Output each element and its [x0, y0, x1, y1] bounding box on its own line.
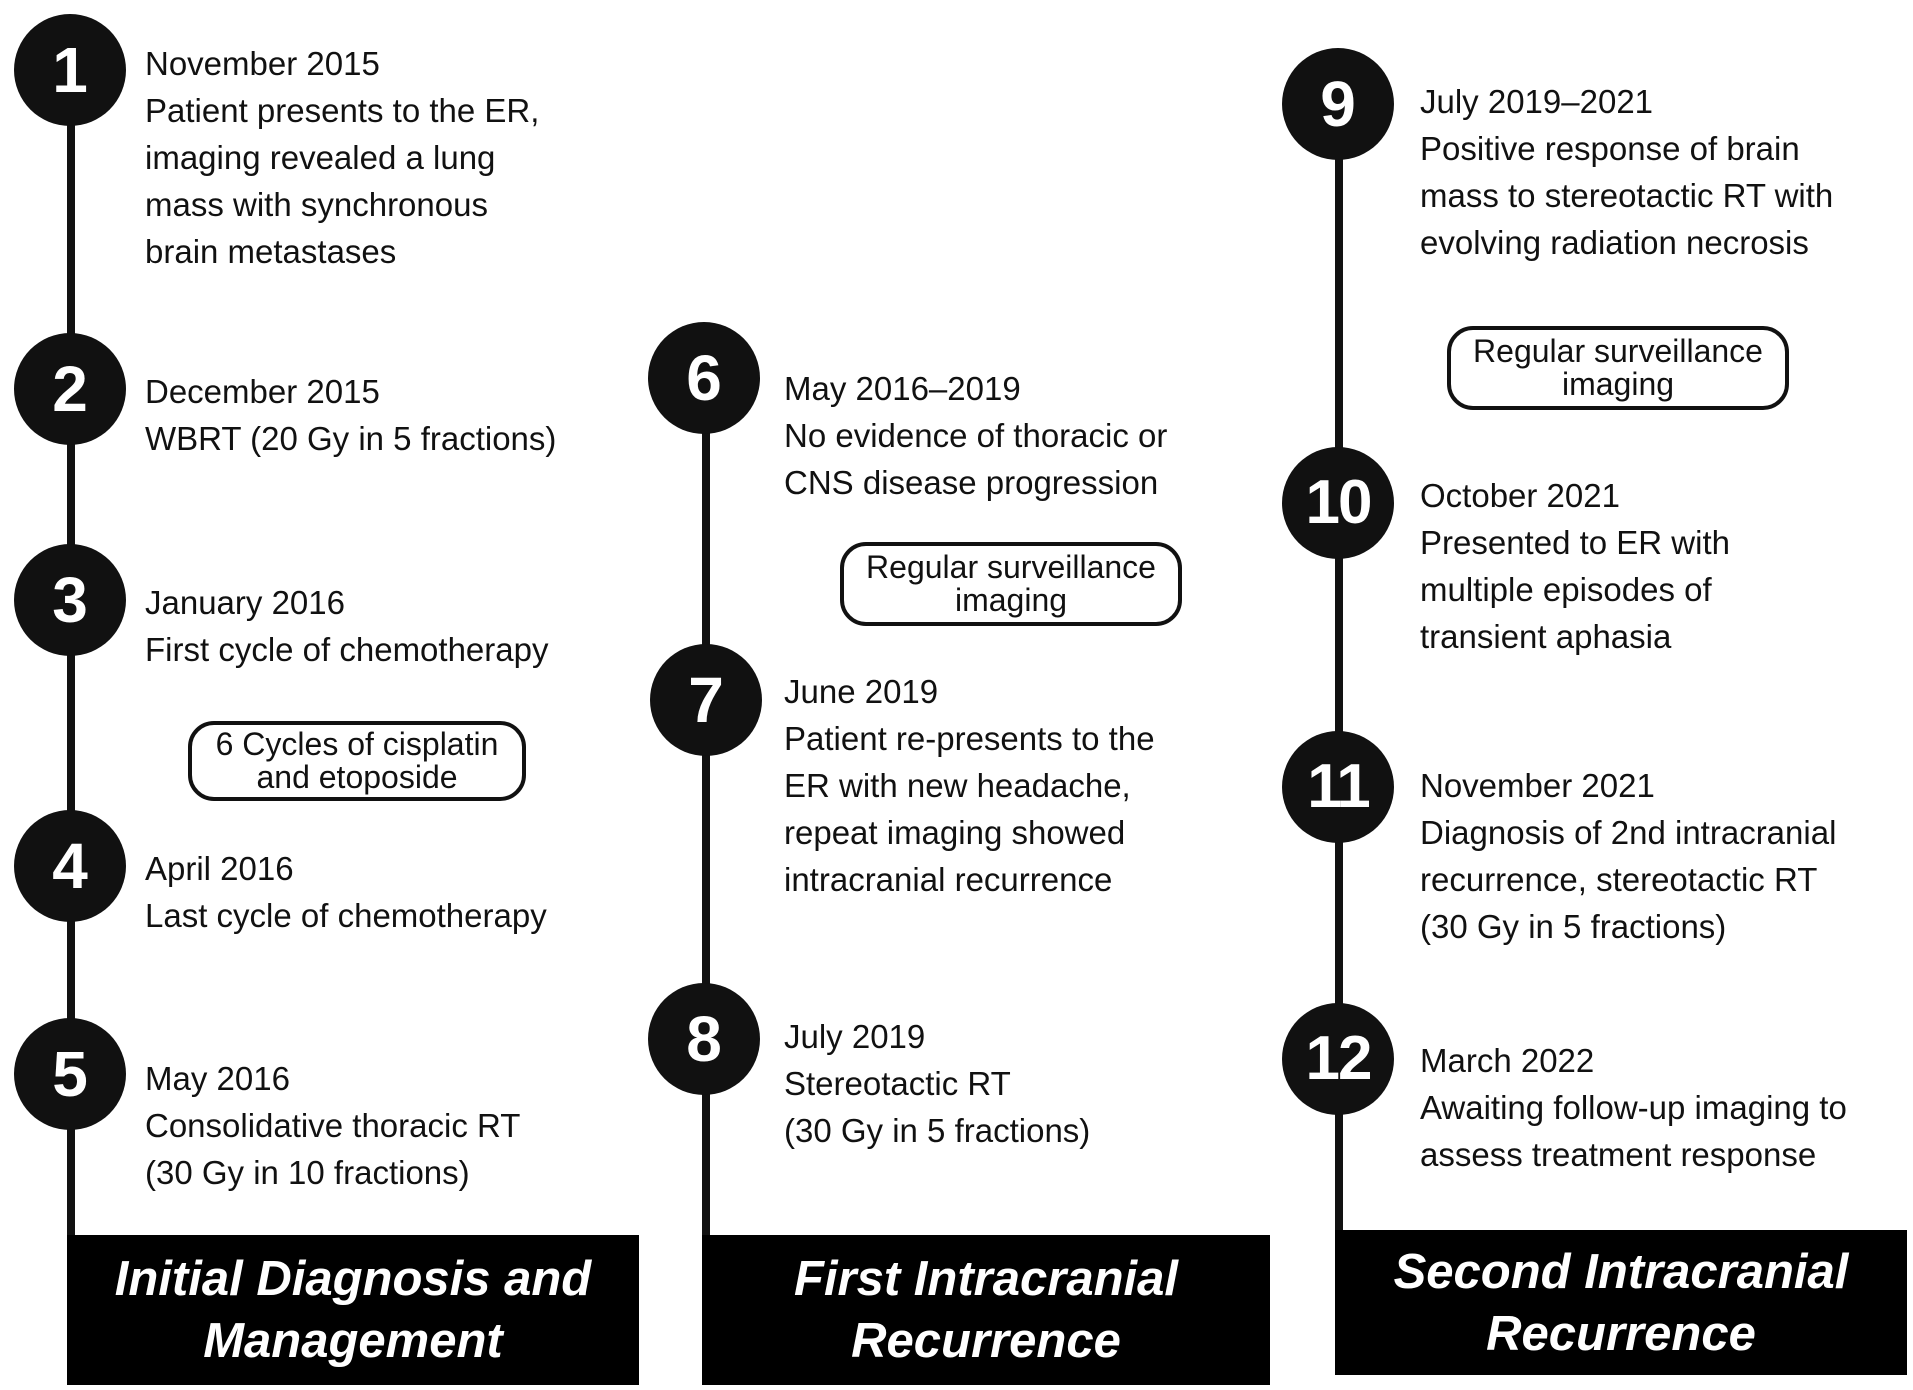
step-11-line-2: Diagnosis of 2nd intracranial — [1420, 814, 1837, 851]
phase-3-line-1: Second Intracranial — [1393, 1244, 1849, 1299]
step-10-line-3: multiple episodes of — [1420, 571, 1712, 608]
phase-2-line-2: Recurrence — [851, 1314, 1121, 1368]
timeline-spine-2 — [702, 375, 710, 1245]
step-10-line-2: Presented to ER with — [1420, 524, 1730, 561]
step-1-marker: 1 — [14, 14, 126, 126]
step-6-marker: 6 — [648, 322, 760, 434]
step-9-line-2: Positive response of brain — [1420, 130, 1800, 167]
step-12-line-3: assess treatment response — [1420, 1136, 1817, 1173]
step-5-date: May 2016 — [145, 1060, 290, 1097]
surveillance-note-1-line-2: imaging — [954, 582, 1068, 618]
step-8-line-2: Stereotactic RT — [784, 1065, 1011, 1102]
treatment-note-1: 6 Cycles of cisplatin and etoposide — [188, 721, 526, 801]
step-5-line-3: (30 Gy in 10 fractions) — [145, 1154, 470, 1191]
step-1-line-5: brain metastases — [145, 233, 397, 270]
step-12-number: 12 — [1305, 1024, 1373, 1093]
step-8-number: 8 — [686, 1003, 722, 1075]
step-2-date: December 2015 — [145, 373, 380, 410]
phase-2-line-1: First Intracranial — [794, 1252, 1178, 1306]
step-11-line-3: recurrence, stereotactic RT — [1420, 861, 1818, 898]
phase-1-line-2: Management — [203, 1314, 503, 1368]
step-11-text: November 2021 Diagnosis of 2nd intracran… — [1420, 762, 1836, 950]
step-5-text: May 2016 Consolidative thoracic RT (30 G… — [145, 1055, 520, 1196]
step-3-line-2: First cycle of chemotherapy — [145, 631, 549, 668]
step-5-number: 5 — [52, 1038, 88, 1110]
step-10-date: October 2021 — [1420, 477, 1620, 514]
step-10-marker: 10 — [1282, 447, 1394, 559]
step-7-line-4: repeat imaging showed — [784, 814, 1126, 851]
step-6-text: May 2016–2019 No evidence of thoracic or… — [784, 365, 1167, 506]
phase-3-line-2: Recurrence — [1486, 1306, 1756, 1361]
step-5-line-2: Consolidative thoracic RT — [145, 1107, 521, 1144]
step-12-marker: 12 — [1282, 1003, 1394, 1115]
timeline-spine-3 — [1335, 100, 1343, 1240]
step-4-text: April 2016 Last cycle of chemotherapy — [145, 845, 547, 939]
phase-banner-1: Initial Diagnosis and Management — [67, 1235, 639, 1385]
phase-banner-2: First Intracranial Recurrence — [702, 1235, 1270, 1385]
step-8-marker: 8 — [648, 983, 760, 1095]
step-9-line-3: mass to stereotactic RT with — [1420, 177, 1834, 214]
step-4-number: 4 — [52, 830, 88, 902]
step-1-number: 1 — [52, 34, 88, 106]
step-12-text: March 2022 Awaiting follow-up imaging to… — [1420, 1037, 1847, 1178]
step-12-date: March 2022 — [1420, 1042, 1595, 1079]
step-1-date: November 2015 — [145, 45, 380, 82]
step-4-line-2: Last cycle of chemotherapy — [145, 897, 547, 934]
step-2-text: December 2015 WBRT (20 Gy in 5 fractions… — [145, 368, 556, 462]
step-6-line-2: No evidence of thoracic or — [784, 417, 1168, 454]
step-4-date: April 2016 — [145, 850, 294, 887]
step-3-number: 3 — [52, 564, 88, 636]
step-6-date: May 2016–2019 — [784, 370, 1021, 407]
step-7-line-2: Patient re-presents to the — [784, 720, 1155, 757]
step-8-text: July 2019 Stereotactic RT (30 Gy in 5 fr… — [784, 1013, 1090, 1154]
step-7-text: June 2019 Patient re-presents to the ER … — [784, 668, 1155, 903]
phase-banner-3: Second Intracranial Recurrence — [1335, 1230, 1907, 1375]
step-9-line-4: evolving radiation necrosis — [1420, 224, 1809, 261]
surveillance-note-1-line-1: Regular surveillance — [866, 549, 1156, 585]
step-3-date: January 2016 — [145, 584, 345, 621]
step-2-number: 2 — [52, 353, 88, 425]
treatment-note-1-line-2: and etoposide — [256, 759, 458, 795]
step-3-text: January 2016 First cycle of chemotherapy — [145, 579, 548, 673]
step-12-line-2: Awaiting follow-up imaging to — [1420, 1089, 1847, 1126]
step-1-text: November 2015 Patient presents to the ER… — [145, 40, 539, 275]
step-8-line-3: (30 Gy in 5 fractions) — [784, 1112, 1091, 1149]
step-7-marker: 7 — [650, 644, 762, 756]
step-11-line-4: (30 Gy in 5 fractions) — [1420, 908, 1727, 945]
step-10-number: 10 — [1305, 468, 1373, 537]
timeline-spine-1 — [67, 70, 75, 1245]
step-7-line-3: ER with new headache, — [784, 767, 1131, 804]
step-7-line-5: intracranial recurrence — [784, 861, 1113, 898]
step-9-date: July 2019–2021 — [1420, 83, 1654, 120]
surveillance-note-2-line-2: imaging — [1561, 366, 1675, 402]
step-1-line-3: imaging revealed a lung — [145, 139, 496, 176]
step-2-line-2: WBRT (20 Gy in 5 fractions) — [145, 420, 557, 457]
surveillance-note-2: Regular surveillance imaging — [1447, 326, 1789, 410]
step-7-date: June 2019 — [784, 673, 939, 710]
surveillance-note-2-line-1: Regular surveillance — [1473, 333, 1763, 369]
step-7-number: 7 — [688, 664, 724, 736]
step-2-marker: 2 — [14, 333, 126, 445]
step-11-date: November 2021 — [1420, 767, 1655, 804]
step-11-marker: 11 — [1282, 731, 1394, 843]
step-5-marker: 5 — [14, 1018, 126, 1130]
step-3-marker: 3 — [14, 544, 126, 656]
step-6-line-3: CNS disease progression — [784, 464, 1159, 501]
surveillance-note-1: Regular surveillance imaging — [840, 542, 1182, 626]
step-8-date: July 2019 — [784, 1018, 926, 1055]
step-1-line-4: mass with synchronous — [145, 186, 488, 223]
step-9-marker: 9 — [1282, 48, 1394, 160]
treatment-note-1-line-1: 6 Cycles of cisplatin — [215, 726, 499, 762]
step-6-number: 6 — [686, 342, 722, 414]
step-9-text: July 2019–2021 Positive response of brai… — [1420, 78, 1833, 266]
step-1-line-2: Patient presents to the ER, — [145, 92, 540, 129]
step-10-line-4: transient aphasia — [1420, 618, 1672, 655]
step-4-marker: 4 — [14, 810, 126, 922]
step-9-number: 9 — [1320, 68, 1356, 140]
step-11-number: 11 — [1307, 752, 1371, 821]
phase-1-line-1: Initial Diagnosis and — [114, 1252, 592, 1306]
step-10-text: October 2021 Presented to ER with multip… — [1420, 472, 1730, 660]
